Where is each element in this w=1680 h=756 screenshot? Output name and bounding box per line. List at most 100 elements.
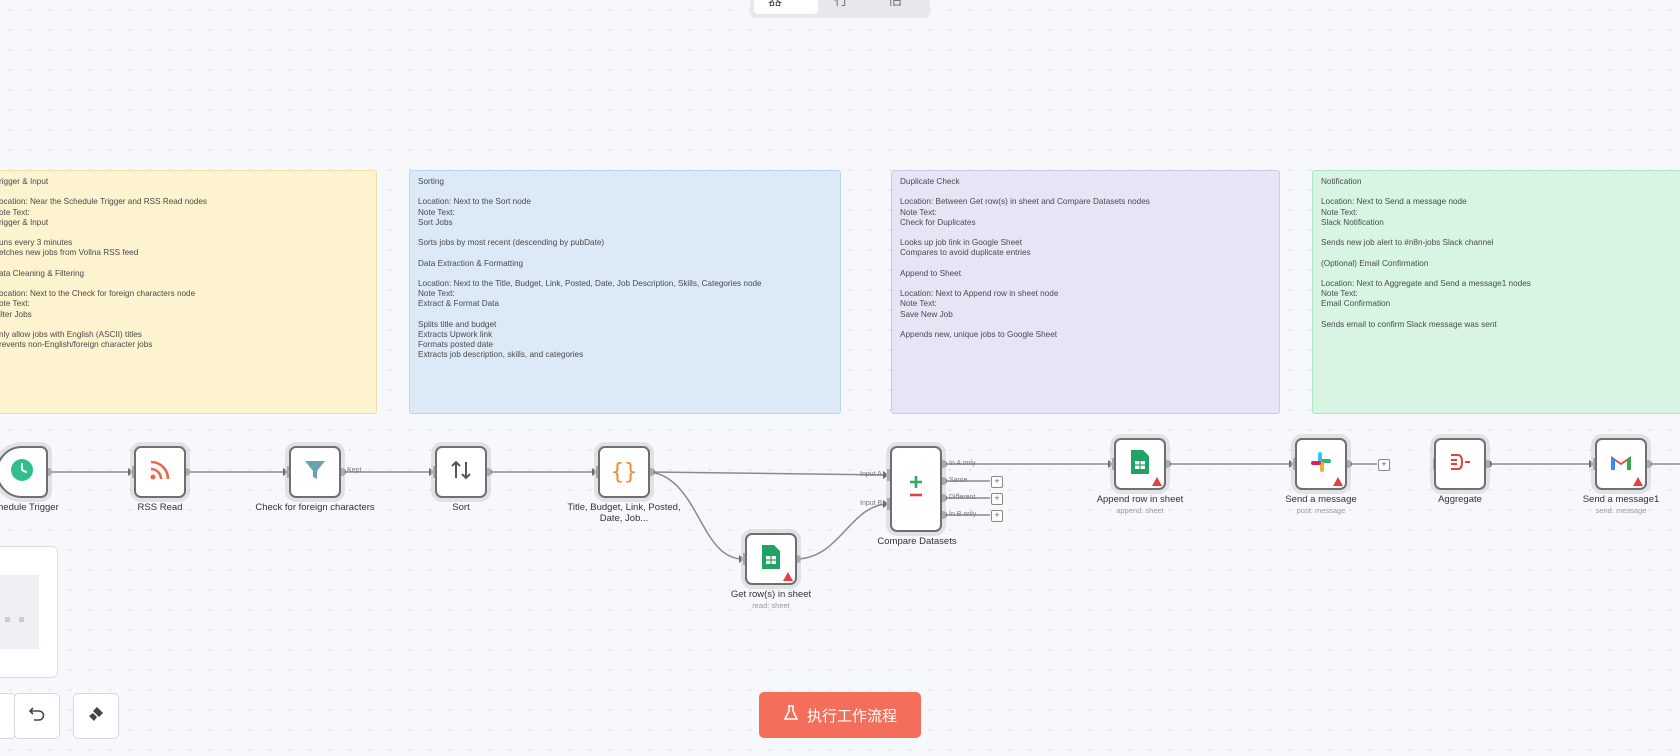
- node-label: Sort: [452, 502, 470, 513]
- node-send-slack-message[interactable]: [1295, 438, 1347, 490]
- node-subtitle: append: sheet: [1116, 506, 1164, 515]
- sticky-note-line: Location: Next to Send a message node: [1321, 197, 1467, 207]
- add-node-b-only-button[interactable]: +: [991, 510, 1003, 522]
- add-node-different-button[interactable]: +: [991, 493, 1003, 505]
- node-subtitle: post: message: [1296, 506, 1346, 515]
- node-label: Get row(s) in sheet: [730, 589, 812, 600]
- sticky-note-line: Sends new job alert to #n8n-jobs Slack c…: [1321, 238, 1494, 248]
- sticky-note-line: (Optional) Email Confirmation: [1321, 258, 1429, 268]
- output-label-same: Same: [949, 477, 968, 484]
- clear-execution-button[interactable]: [73, 693, 119, 739]
- node-label: Send a message: [1285, 494, 1357, 505]
- sticky-note-line: Sorts jobs by most recent (descending by…: [418, 238, 605, 248]
- sticky-note-line: Note Text:: [900, 207, 937, 217]
- sticky-note-line: ocation: Next to the Check for foreign c…: [0, 289, 196, 299]
- connection-getrows-compare-b: [796, 503, 889, 560]
- warning-icon: [1633, 477, 1643, 486]
- node-aggregate[interactable]: [1434, 438, 1486, 490]
- clear-icon: [87, 705, 105, 728]
- node-get-rows-in-sheet[interactable]: [745, 533, 797, 585]
- tab-executions[interactable]: 执行: [834, 0, 848, 8]
- node-append-row-in-sheet[interactable]: [1114, 438, 1166, 490]
- sticky-note-line: Extracts Upwork link: [418, 329, 493, 339]
- tab-evaluations[interactable]: 评估: [888, 0, 902, 8]
- node-label: Check for foreign characters: [255, 502, 375, 513]
- clock-icon: [10, 458, 34, 487]
- sticky-note-line: Duplicate Check: [900, 177, 960, 186]
- sticky-note-line: ote Text:: [0, 207, 30, 217]
- sticky-note-line: revents non-English/foreign character jo…: [0, 340, 153, 350]
- sticky-note-line: rigger & Input: [0, 177, 49, 186]
- sticky-note-line: Email Confirmation: [1321, 299, 1391, 309]
- sticky-note-line: Sends email to confirm Slack message was…: [1321, 319, 1497, 329]
- sticky-note-line: Location: Next to the Title, Budget, Lin…: [418, 278, 762, 288]
- sticky-note-line: Extract & Format Data: [418, 299, 499, 309]
- code-braces-icon: {}: [610, 459, 638, 485]
- sticky-note-line: Save New Job: [900, 309, 953, 319]
- google-sheets-icon: [762, 544, 780, 574]
- sticky-note-line: Location: Next to Append row in sheet no…: [900, 289, 1059, 299]
- sticky-note-line: Notification: [1321, 177, 1362, 186]
- sticky-note-line: ote Text:: [0, 299, 30, 309]
- sticky-note-line: Append to Sheet: [900, 268, 962, 278]
- sticky-note-line: Note Text:: [418, 207, 455, 217]
- sticky-note-line: Extracts job description, skills, and ca…: [418, 350, 584, 360]
- sticky-note-line: rigger & Input: [0, 217, 49, 227]
- sticky-note-line: Slack Notification: [1321, 217, 1384, 227]
- warning-icon: [1152, 477, 1162, 486]
- node-label: Title, Budget, Link, Posted, Date, Job..…: [567, 502, 681, 524]
- node-send-gmail-message[interactable]: [1595, 438, 1647, 490]
- minimap-viewport: [0, 575, 39, 649]
- minimap-node: [5, 617, 10, 622]
- node-label: Append row in sheet: [1096, 494, 1184, 505]
- sticky-note-line: ata Cleaning & Filtering: [0, 268, 85, 278]
- minimap-node: [19, 617, 24, 622]
- sticky-note-line: Location: Next to the Sort node: [418, 197, 531, 207]
- execute-workflow-label: 执行工作流程: [806, 706, 897, 725]
- node-label: chedule Trigger: [0, 502, 59, 513]
- sticky-note-line: etches new jobs from Vollna RSS feed: [0, 248, 139, 258]
- slack-icon: [1309, 450, 1333, 479]
- aggregate-icon: [1448, 450, 1472, 479]
- sticky-note-line: Formats posted date: [418, 340, 494, 350]
- sticky-note-line: Note Text:: [418, 289, 455, 299]
- add-node-same-button[interactable]: +: [991, 476, 1003, 488]
- sticky-note-line: Note Text:: [1321, 289, 1358, 299]
- node-rss-read[interactable]: [134, 446, 186, 498]
- add-node-after-slack-button[interactable]: +: [1378, 459, 1390, 471]
- sticky-note-line: Location: Between Get row(s) in sheet an…: [900, 197, 1150, 207]
- gmail-icon: [1609, 452, 1633, 477]
- google-sheets-icon: [1131, 449, 1149, 479]
- input-label-a: Input A: [860, 471, 882, 478]
- node-compare-datasets[interactable]: [890, 446, 942, 532]
- undo-button[interactable]: [14, 693, 60, 739]
- node-sort[interactable]: [435, 446, 487, 498]
- sticky-note-trigger[interactable]: rigger & Input ocation: Near the Schedule…: [0, 170, 377, 414]
- tab-editor[interactable]: 编辑器: [754, 0, 818, 14]
- flask-icon: [783, 705, 799, 725]
- view-tabs: 编辑器 执行 评估: [750, 0, 930, 18]
- sticky-note-line: Compares to avoid duplicate entries: [900, 248, 1031, 258]
- sticky-note-line: Data Extraction & Formatting: [418, 258, 524, 268]
- node-check-foreign-characters[interactable]: [289, 446, 341, 498]
- sticky-note-line: nly allow jobs with English (ASCII) titl…: [0, 329, 142, 339]
- sticky-note-line: Looks up job link in Google Sheet: [900, 238, 1022, 248]
- rss-icon: [148, 458, 172, 487]
- sticky-note-line: uns every 3 minutes: [0, 238, 73, 248]
- node-schedule-trigger[interactable]: [0, 446, 48, 498]
- sticky-note-line: ocation: Near the Schedule Trigger and R…: [0, 197, 208, 207]
- sticky-note-line: Note Text:: [1321, 207, 1358, 217]
- minimap[interactable]: [0, 546, 58, 678]
- node-subtitle: send: message: [1595, 506, 1647, 515]
- node-label: Send a message1: [1582, 494, 1660, 505]
- connection-code-getrows: [650, 471, 745, 560]
- warning-icon: [1333, 477, 1343, 486]
- connection-code-compare-a: [650, 471, 889, 476]
- output-label-kept: Kept: [347, 467, 362, 474]
- execute-workflow-button[interactable]: 执行工作流程: [759, 692, 921, 738]
- node-extract-format-code[interactable]: {}: [598, 446, 650, 498]
